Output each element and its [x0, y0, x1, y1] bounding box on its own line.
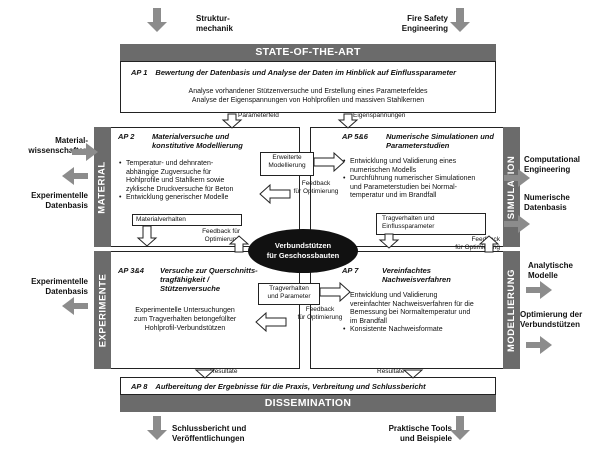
ap34-body: Experimentelle Untersuchungen zum Tragve…: [133, 307, 237, 332]
ap1-box: AP 1 Bewertung der Datenbasis und Analyse…: [120, 61, 496, 113]
ap8-box: AP 8 Aufbereitung der Ergebnisse für die …: [120, 377, 496, 395]
arrow-tragverhalten-right: [319, 281, 351, 303]
ap34-box: [110, 251, 300, 369]
ap8-title-text: Aufbereitung der Ergebnisse für die Prax…: [155, 382, 426, 391]
flow-parameterfeld: Parameterfeld: [238, 112, 279, 119]
ap8-number: AP 8: [131, 382, 148, 391]
arrow-feedback-left-up: [228, 235, 250, 253]
input-strukturmechanik: Struktur- mechanik: [196, 14, 233, 33]
ap8-title: AP 8 Aufbereitung der Ergebnisse für die …: [131, 382, 491, 391]
modellierung-side-label: MODELLIERUNG: [503, 251, 520, 369]
flow-feedback-bottom: Feedback für Optimierung: [297, 306, 343, 321]
state-of-the-art-bar: STATE-OF-THE-ART: [120, 44, 496, 61]
arrow-materialwissenschaften: [72, 143, 98, 161]
arrow-schlussbericht: [147, 416, 167, 440]
dissemination-bar: DISSEMINATION: [120, 395, 496, 412]
ap56-title: AP 5&6 Numerische Simulationen und Param…: [342, 132, 502, 150]
arrow-feedback-bottom-left: [255, 311, 287, 333]
ap1-title: AP 1 Bewertung der Datenbasis und Analyse…: [131, 68, 491, 77]
flow-eigenspannungen: Eigenspannungen: [353, 112, 406, 119]
ap1-number: AP 1: [131, 68, 148, 77]
arrow-optimierung: [526, 336, 552, 354]
arrow-tragverhalten-einfluss-down: [378, 233, 400, 249]
arrow-resultate-left: [194, 369, 216, 379]
ap56-number: AP 5&6: [342, 132, 368, 141]
ap1-title-text: Bewertung der Datenbasis und Analyse der…: [155, 68, 457, 77]
ap56-title-text: Numerische Simulationen und Parameterstu…: [386, 132, 494, 150]
arrow-exp-datenbasis-mid: [62, 297, 88, 315]
ap7-bullets: Entwicklung und Validierung vereinfachte…: [342, 292, 510, 335]
flow-tragverhalten-parameter: Tragverhalten und Parameter: [267, 285, 311, 300]
flow-erweiterte-modellierung: Erweiterte Modellierung: [268, 154, 306, 169]
arrow-fire-safety: [450, 8, 470, 32]
arrow-numerische-datenbasis: [504, 215, 530, 233]
erweiterte-modellierung-box: [260, 152, 314, 176]
ap7-title-text: Vereinfachtes Nachweisverfahren: [382, 266, 451, 284]
ap34-number: AP 3&4: [118, 266, 144, 275]
input-computational-engineering: Computational Engineering: [524, 155, 580, 174]
flow-tragverhalten-einfluss: Tragverhalten und Einflussparameter: [382, 215, 435, 230]
input-fire-safety: Fire Safety Engineering: [401, 14, 448, 33]
ap2-title: AP 2 Materialversuche und konstitutive M…: [118, 132, 258, 150]
ap7-bullet-2: Konsistente Nachweisformate: [343, 326, 510, 335]
arrow-computational: [504, 169, 530, 187]
center-verbundstuetzen: Verbundstützen für Geschossbauten: [248, 229, 358, 273]
materialverhalten-box: [132, 214, 242, 226]
simulation-side-label: SIMULATION: [503, 127, 520, 247]
arrow-parameterfeld: [221, 113, 243, 129]
flow-resultate-left: Resultate: [210, 368, 238, 375]
ap7-bullet-1: Entwicklung und Validierung vereinfachte…: [343, 292, 510, 326]
input-materialwissenschaften: Material- wissenschaften: [28, 136, 88, 155]
ap1-body: Analyse vorhandener Stützenversuche und …: [188, 88, 428, 104]
output-optimierung-verbundstuetzen: Optimierung der Verbundstützen: [520, 310, 583, 329]
experimente-side-label: EXPERIMENTE: [94, 251, 111, 369]
output-numerische-datenbasis: Numerische Datenbasis: [524, 193, 570, 212]
output-schlussbericht: Schlussbericht und Veröffentlichungen: [172, 424, 247, 443]
arrow-praktische: [450, 416, 470, 440]
arrow-feedback-right-up: [478, 235, 500, 253]
ap34-title: AP 3&4 Versuche zur Querschnitts- tragfä…: [118, 266, 288, 293]
tragverhalten-einfluss-box: [376, 213, 486, 235]
ap34-title-text: Versuche zur Querschnitts- tragfähigkeit…: [160, 266, 258, 293]
ap56-bullet-2: Durchführung numerischer Simulationen un…: [343, 175, 510, 201]
flow-resultate-right: Resultate: [377, 368, 405, 375]
arrow-exp-datenbasis-top: [62, 167, 88, 185]
arrow-erweiterte-right: [313, 151, 345, 173]
ap7-title: AP 7 Vereinfachtes Nachweisverfahren: [342, 266, 502, 284]
ap2-bullets: Temperatur- und dehnraten- abhängige Zug…: [118, 160, 286, 203]
arrow-materialverhalten-down: [136, 225, 158, 247]
flow-feedback-top: Feedback für Optimierung: [293, 180, 339, 195]
ap2-bullet-1: Temperatur- und dehnraten- abhängige Zug…: [119, 160, 286, 194]
ap56-bullets: Entwicklung und Validierung eines numeri…: [342, 158, 510, 201]
output-analytische-modelle: Analytische Modelle: [528, 261, 573, 280]
output-exp-datenbasis-mid: Experimentelle Datenbasis: [31, 277, 88, 296]
material-side-label: MATERIAL: [94, 127, 111, 247]
arrow-feedback-top-left: [259, 183, 291, 205]
ap7-number: AP 7: [342, 266, 359, 275]
ap2-bullet-2: Entwicklung generischer Modelle: [119, 194, 286, 203]
ap2-number: AP 2: [118, 132, 135, 141]
arrow-analytische: [526, 281, 552, 299]
output-praktische-tools: Praktische Tools und Beispiele: [388, 424, 452, 443]
flow-materialverhalten: Materialverhalten: [136, 216, 186, 223]
arrow-strukturmechanik: [147, 8, 167, 32]
flow-feedback-left: Feedback für Optimierung: [202, 228, 240, 243]
output-exp-datenbasis-top: Experimentelle Datenbasis: [31, 191, 88, 210]
arrow-resultate-right: [402, 369, 424, 379]
ap2-title-text: Materialversuche und konstitutive Modell…: [152, 132, 243, 150]
arrow-eigenspannungen: [337, 113, 359, 129]
